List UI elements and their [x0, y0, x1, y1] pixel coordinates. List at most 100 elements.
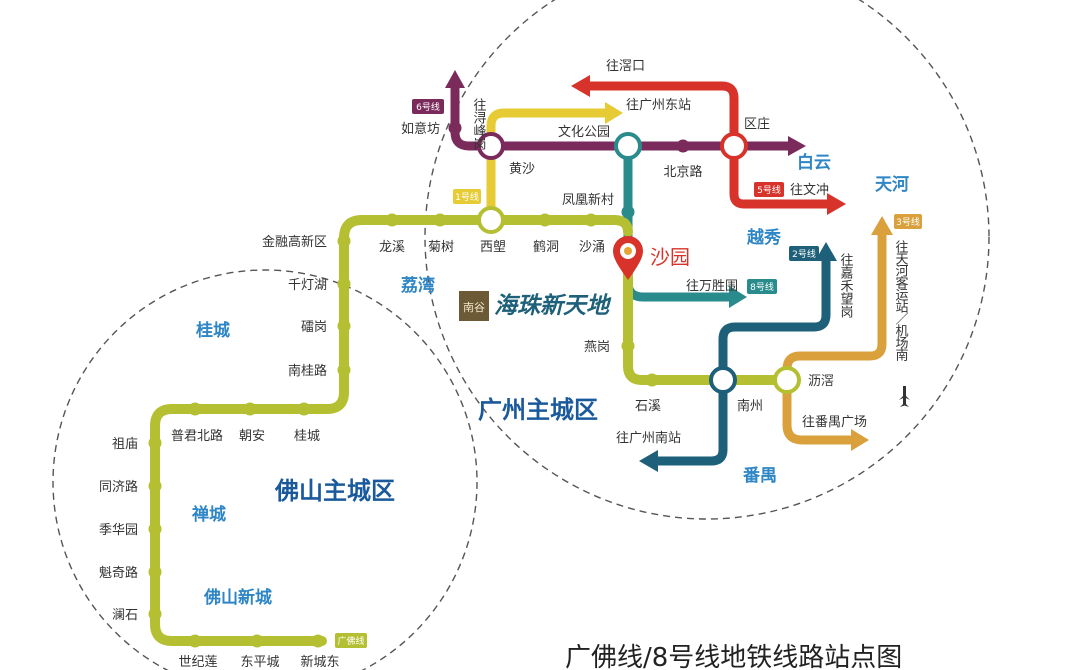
station-zumiao: 祖庙	[112, 437, 138, 452]
station-beijinglu: 北京路	[663, 164, 702, 180]
line6-arrow-north	[445, 70, 465, 88]
dot-ruyifang	[448, 121, 462, 135]
station-jushu: 菊树	[428, 240, 454, 255]
station-shachong: 沙涌	[579, 240, 605, 255]
station-hedong: 鹤洞	[533, 239, 559, 255]
dot-shixi	[645, 373, 659, 387]
station-jihuayuan: 季华园	[99, 523, 138, 538]
station-qiandenghu: 千灯湖	[288, 278, 327, 293]
badge-gf: 广佛线	[335, 633, 367, 648]
dot-lanshi	[148, 607, 162, 621]
line5-arrow-west	[571, 75, 590, 97]
station-kuiqilu: 魁奇路	[99, 565, 138, 581]
dot-hedong	[538, 213, 552, 227]
station-wenhuagongyuan: 文化公园	[558, 125, 610, 140]
district-tianhe: 天河	[875, 175, 909, 195]
dot-longxi	[385, 213, 399, 227]
dot-nanguilu	[337, 363, 351, 377]
line8-arrow-east	[729, 286, 747, 308]
dot-jushu	[433, 213, 447, 227]
dot-pujunbeilu	[188, 402, 202, 416]
svg-text:6号线: 6号线	[416, 101, 440, 113]
station-jinrong: 金融高新区	[262, 234, 327, 250]
line5-arrow-east	[827, 193, 846, 215]
station-yangang: 燕岗	[584, 340, 610, 355]
line1-arrow-east	[605, 102, 623, 124]
guangfo-line-track	[623, 253, 792, 385]
dot-tongjilu	[148, 479, 162, 493]
direction-panyuguangchang: 往番禺广场	[802, 415, 867, 430]
dot-jihuayuan	[148, 522, 162, 536]
ring-lijiao	[773, 366, 801, 394]
svg-text:3号线: 3号线	[896, 216, 920, 228]
brand-logo: 南谷 海珠新天地	[459, 291, 612, 321]
direction-xiaokou: 往滘口	[606, 59, 645, 74]
badge-l6: 6号线	[412, 99, 444, 114]
ring-nanzhou	[709, 366, 737, 394]
focus-station-label: 沙园	[650, 245, 690, 269]
svg-text:1号线: 1号线	[455, 191, 479, 203]
station-pujunbeilu: 普君北路	[171, 428, 223, 444]
district-chancheng: 禅城	[191, 504, 226, 525]
brand-seal	[459, 291, 489, 321]
dot-shachong	[584, 213, 598, 227]
dot-jinrong	[337, 234, 351, 248]
badge-l1: 1号线	[453, 189, 481, 204]
ring-huangsha	[477, 132, 505, 160]
station-xilang: 西塱	[480, 239, 506, 255]
ring-wenhuagongyuan	[614, 132, 642, 160]
station-tongjilu: 同济路	[99, 479, 138, 495]
badge-l8: 8号线	[747, 279, 777, 294]
dot-fenghuangxincun	[621, 205, 635, 219]
dot-yangang	[621, 339, 635, 353]
station-guicheng: 桂城	[294, 429, 320, 444]
brand-logo-text: 海珠新天地	[494, 292, 612, 319]
badge-l3: 3号线	[894, 214, 922, 229]
direction-guangzhoudong: 往广州东站	[626, 98, 691, 113]
station-shijilian: 世纪莲	[178, 655, 217, 670]
station-lijiao: 沥滘	[808, 374, 834, 389]
district-foshan-xincheng: 佛山新城	[203, 587, 272, 608]
shayuan-marker	[613, 236, 643, 280]
line2-arrow-north	[815, 242, 837, 261]
interchange-rings	[477, 132, 801, 394]
district-panyu: 番禺	[742, 466, 777, 486]
station-lanshi: 澜石	[112, 608, 138, 623]
district-baiyun: 白云	[797, 152, 831, 173]
line3-arrow-north	[871, 216, 893, 235]
svg-text:5号线: 5号线	[757, 184, 781, 196]
dot-dongpingcheng	[250, 634, 264, 648]
district-guicheng: 桂城	[195, 320, 230, 341]
svg-text:广佛线: 广佛线	[337, 635, 364, 647]
foshan-zone-circle	[52, 269, 478, 670]
ring-xilang	[477, 206, 505, 234]
direction-guangzhounan: 往广州南站	[616, 430, 681, 446]
guangfo-line-track-main	[150, 215, 633, 646]
dot-xinchengdong	[311, 634, 325, 648]
direction-wenchong: 往文冲	[790, 183, 829, 198]
dot-shijilian	[188, 634, 202, 648]
brand-seal-text: 南谷	[463, 301, 485, 314]
dot-qiandenghu	[337, 277, 351, 291]
station-longxi: 龙溪	[379, 240, 405, 255]
direction-wanshengwei: 往万胜围	[686, 279, 738, 294]
dot-guicheng	[297, 402, 311, 416]
ring-quzhuang	[720, 132, 748, 160]
dot-chaoan	[243, 402, 257, 416]
district-yuexiu: 越秀	[746, 227, 781, 248]
dot-leigang	[337, 319, 351, 333]
area-guangzhou: 广州主城区	[478, 396, 598, 424]
station-dongpingcheng: 东平城	[240, 655, 279, 670]
station-leigang: 礌岗	[301, 320, 327, 335]
station-ruyifang: 如意坊	[401, 121, 440, 137]
station-chaoan: 朝安	[239, 429, 265, 444]
direction-jiahewanggang: 往嘉禾望岗	[838, 253, 854, 318]
station-huangsha: 黄沙	[509, 162, 535, 177]
line1-track	[486, 108, 611, 225]
station-xinchengdong: 新城东	[300, 654, 339, 670]
badge-l2: 2号线	[789, 246, 819, 261]
station-shixi: 石溪	[635, 399, 661, 414]
direction-tianhekeyun: 往天河客运站／机场南	[893, 240, 909, 361]
district-liwan: 荔湾	[400, 275, 435, 296]
